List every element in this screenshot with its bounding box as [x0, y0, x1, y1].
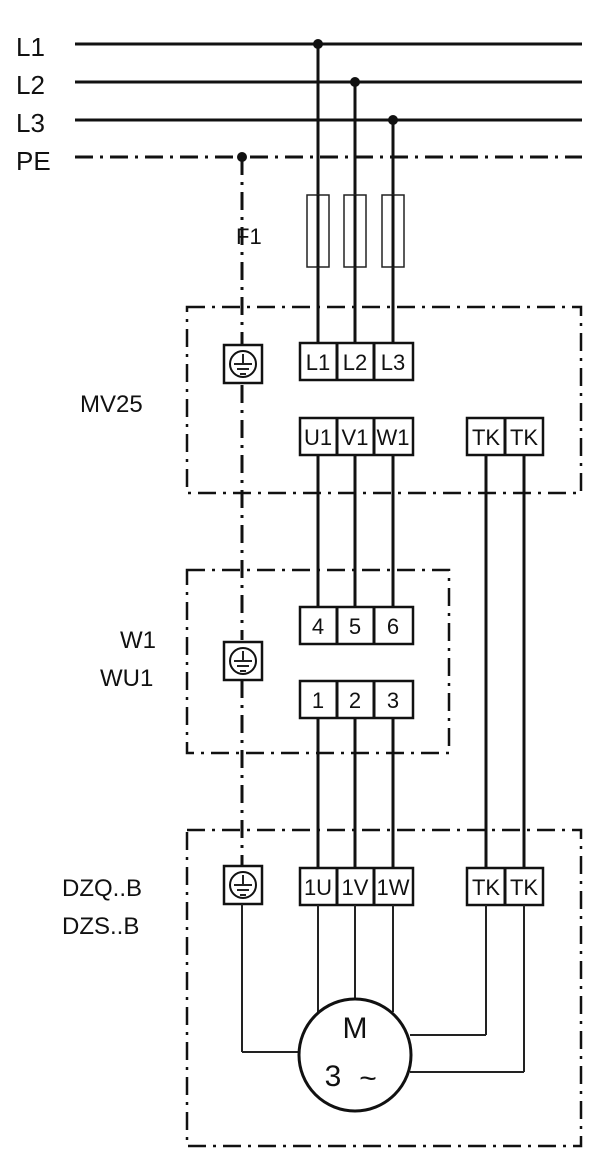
motor-terminal-2: 1V	[342, 875, 369, 900]
w1-bottom-terminal-strip	[298, 679, 415, 720]
w1-top-terminal-strip	[298, 605, 415, 646]
line-label-pe: PE	[16, 146, 51, 176]
motor-terminal-strip	[298, 866, 415, 907]
fuse-label: F1	[236, 224, 262, 249]
motor-phase-count: 3	[325, 1060, 342, 1093]
mv25-thermo-2: TK	[510, 425, 538, 450]
mv25-thermo-1: TK	[472, 425, 500, 450]
mv25-label: MV25	[80, 391, 143, 418]
mv25-input-terminal-strip	[298, 341, 415, 382]
mv25-input-1: L1	[306, 350, 330, 375]
motor-terminal-1: 1U	[304, 875, 332, 900]
w1-top-3: 6	[387, 614, 399, 639]
motor-label-line1: DZQ..B	[62, 875, 142, 902]
w1-bottom-3: 3	[387, 688, 399, 713]
ground-terminal-motor	[222, 864, 264, 906]
w1-label-line1: W1	[120, 627, 156, 654]
line-label-l3: L3	[16, 108, 45, 138]
w1-label-line2: WU1	[100, 665, 153, 692]
w1-top-1: 4	[312, 614, 324, 639]
ground-terminal-w1	[222, 640, 264, 682]
w1-top-2: 5	[349, 614, 361, 639]
mv25-enclosure	[185, 305, 583, 495]
ground-terminal-mv25	[222, 343, 264, 385]
motor-thermo-1: TK	[472, 875, 500, 900]
mv25-output-2: V1	[342, 425, 369, 450]
motor-thermo-2: TK	[510, 875, 538, 900]
motor-terminal-3: 1W	[377, 875, 410, 900]
w1-bottom-2: 2	[349, 688, 361, 713]
motor-ac-symbol: ~	[359, 1062, 377, 1095]
w1-bottom-1: 1	[312, 688, 324, 713]
line-label-l1: L1	[16, 32, 45, 62]
line-label-l2: L2	[16, 70, 45, 100]
mv25-output-1: U1	[304, 425, 332, 450]
motor-letter: M	[343, 1012, 368, 1045]
mv25-input-2: L2	[343, 350, 367, 375]
motor-symbol	[297, 997, 413, 1113]
motor-label-line2: DZS..B	[62, 913, 139, 940]
mv25-input-3: L3	[381, 350, 405, 375]
mv25-output-terminal-strip	[298, 416, 415, 457]
motor-enclosure	[185, 828, 583, 1148]
mv25-output-3: W1	[377, 425, 410, 450]
